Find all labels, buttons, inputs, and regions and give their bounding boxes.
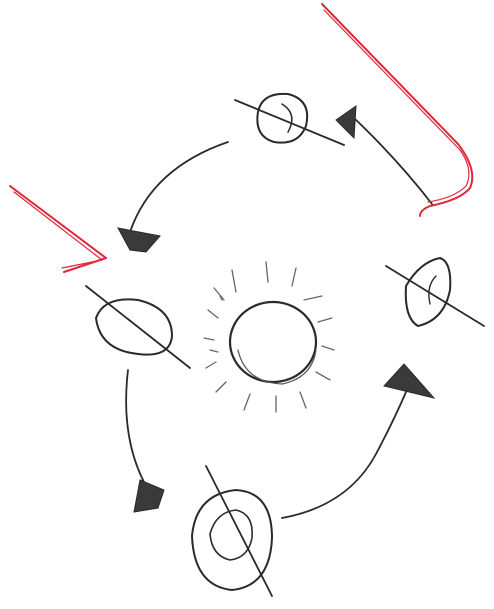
earth-left-axis — [86, 286, 190, 368]
arrow-bottom-to-right — [282, 364, 434, 518]
earth-right — [386, 258, 484, 326]
earth-bottom — [192, 466, 272, 596]
earth-bottom-inner-ring — [210, 510, 252, 560]
arrow-left-to-bottom-head — [134, 480, 164, 512]
sun — [204, 262, 334, 412]
arrow-right-to-top — [336, 106, 432, 204]
arrow-top-to-left-head — [118, 228, 160, 252]
red-pointer-left — [10, 186, 106, 272]
earth-top-outline — [257, 94, 307, 143]
arrow-right-to-top-head — [336, 106, 356, 138]
sun-disc — [230, 302, 316, 382]
earth-top-axis — [235, 100, 344, 145]
red-pointer-top-right — [322, 4, 472, 216]
sun-rays — [204, 262, 334, 412]
earth-top-shadow-arc — [282, 104, 292, 132]
earth-bottom-outer-ring — [192, 490, 272, 590]
arrow-left-to-bottom-curve — [126, 370, 146, 486]
arrow-top-to-left — [118, 142, 228, 252]
earth-left-outline — [96, 299, 172, 354]
sun-disc-inner-stroke — [238, 350, 316, 384]
earth-bottom-axis — [206, 466, 272, 596]
earth-left — [86, 286, 190, 368]
arrow-top-to-left-curve — [130, 142, 228, 232]
arrow-bottom-to-right-head — [384, 364, 434, 398]
arrow-left-to-bottom — [126, 370, 164, 512]
earth-top — [235, 94, 344, 145]
earth-right-shadow-arc — [429, 276, 436, 304]
arrow-right-to-top-curve — [354, 118, 432, 204]
arrow-bottom-to-right-curve — [282, 392, 406, 518]
